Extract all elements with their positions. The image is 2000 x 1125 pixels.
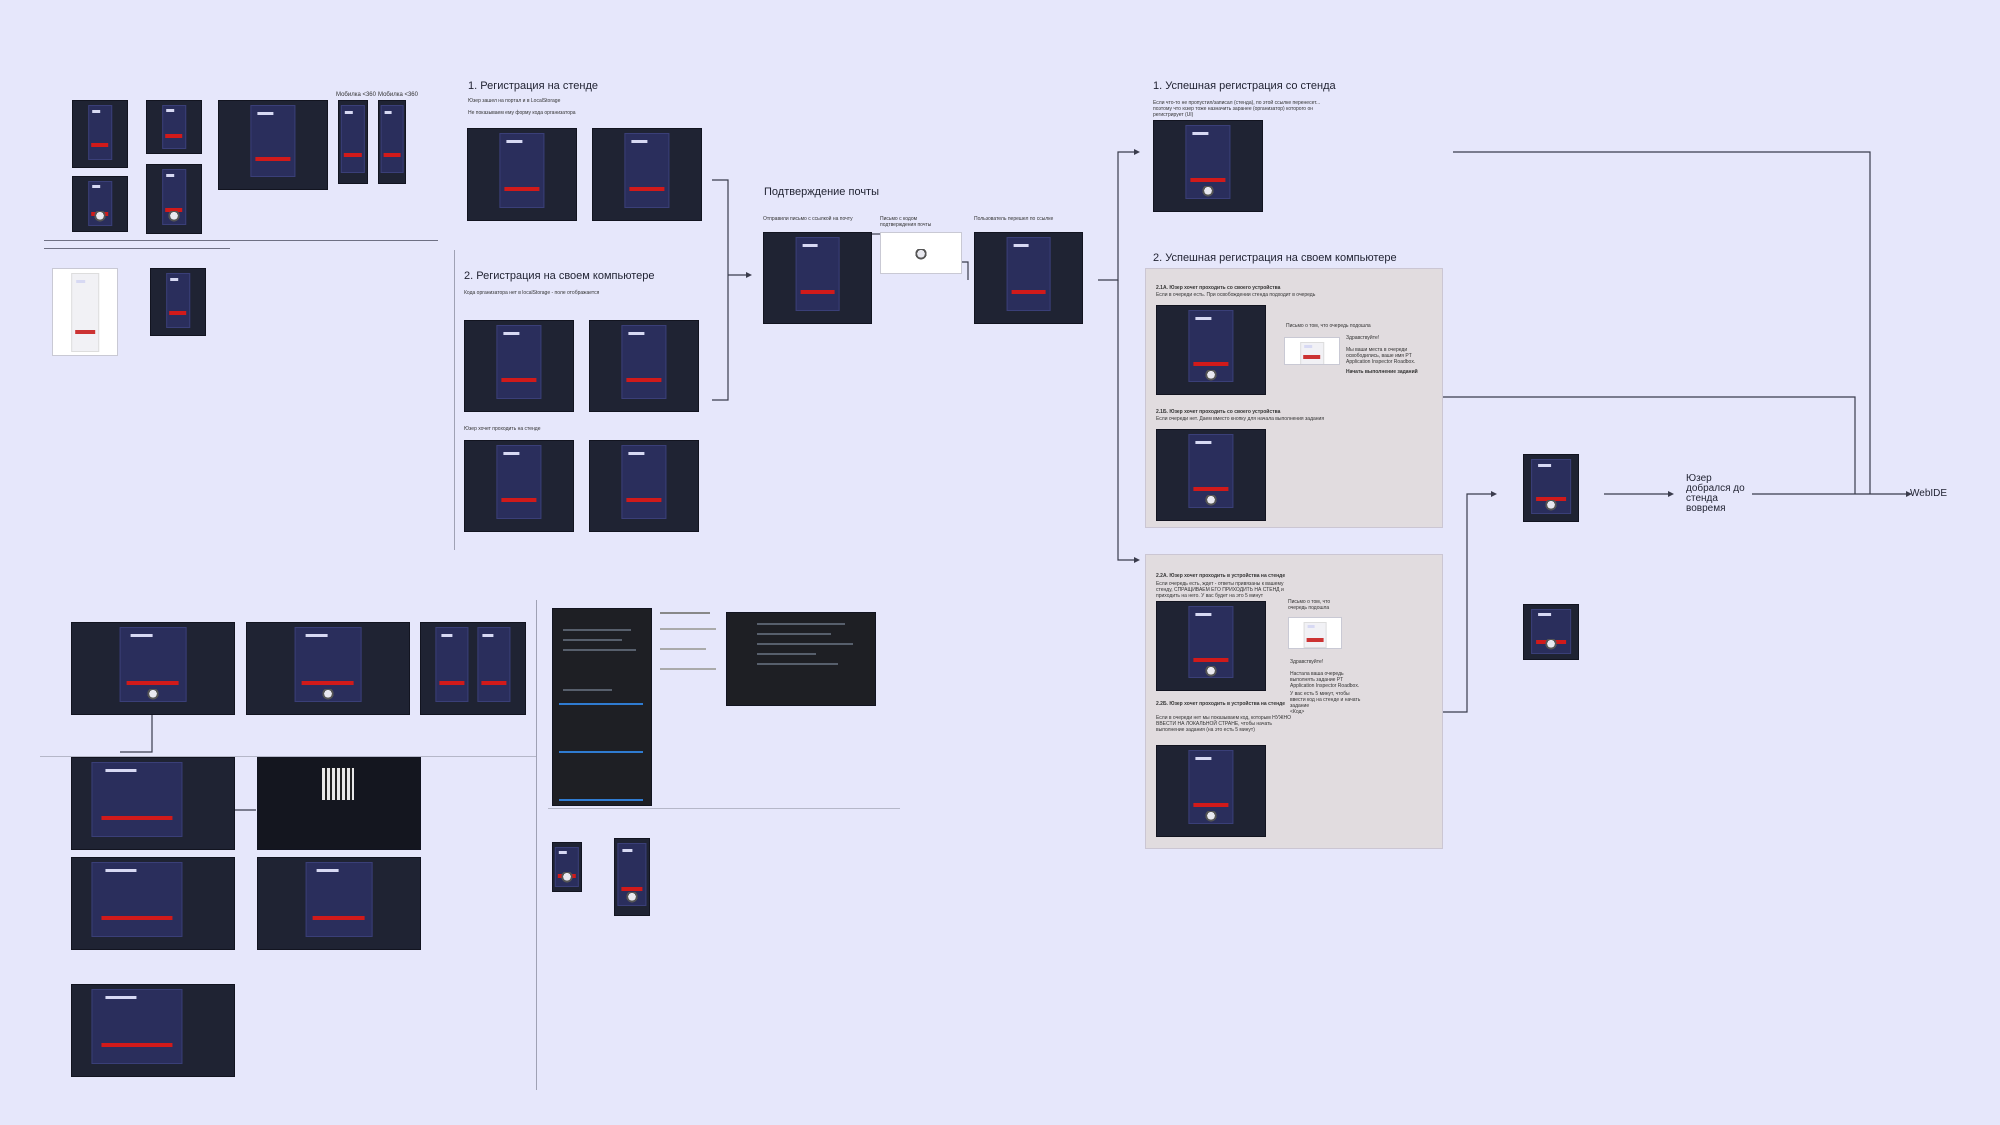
email-letter bbox=[880, 232, 962, 274]
email-letter bbox=[1288, 617, 1342, 649]
email-letter bbox=[1284, 337, 1340, 365]
column-note: Письмо с кодом подтверждения почты bbox=[880, 216, 932, 228]
section-note: Кода организатора нет в localStorage - п… bbox=[464, 290, 600, 296]
section-note: Юзер зашел на портал и в LocalStorage bbox=[468, 98, 561, 104]
notify-cta[interactable]: Начать выполнение заданий bbox=[1346, 369, 1418, 375]
divider bbox=[40, 756, 536, 757]
notify-greeting: Здравствуйте! bbox=[1346, 335, 1380, 341]
screen-stand-form[interactable] bbox=[592, 128, 702, 221]
progress-bar bbox=[559, 703, 643, 705]
screen-thumb[interactable] bbox=[257, 857, 421, 950]
screen-queue[interactable] bbox=[1156, 305, 1266, 395]
screen-thumb[interactable] bbox=[71, 984, 235, 1077]
screen-email-sent[interactable] bbox=[763, 232, 872, 324]
section-title: 1. Успешная регистрация со стенда bbox=[1153, 80, 1336, 92]
doc-screen bbox=[552, 608, 652, 806]
scenario-panel: 2.1А. Юзер хочет проходить со своего уст… bbox=[1145, 268, 1443, 528]
mobile-label: Мобилка <360 bbox=[378, 92, 418, 98]
notify-title: Письмо о том, что очередь подошла bbox=[1288, 599, 1331, 611]
divider bbox=[44, 248, 230, 249]
mobile-screen[interactable] bbox=[378, 100, 406, 184]
screen-thumb[interactable] bbox=[71, 857, 235, 950]
user-arrived-label: Юзер добрался до стенда вовремя bbox=[1686, 473, 1745, 514]
ide-screen bbox=[726, 612, 876, 706]
notify-body: Мы ваши места в очереди освободились, ва… bbox=[1346, 347, 1416, 365]
screen-pc-form[interactable] bbox=[464, 320, 574, 412]
screen-thumb[interactable] bbox=[146, 100, 202, 154]
notify-code: <Код> bbox=[1290, 709, 1305, 715]
section-title: 1. Регистрация на стенде bbox=[468, 80, 598, 92]
notify-title: Письмо о том, что очередь подошла bbox=[1286, 323, 1371, 329]
screen-at-stand[interactable] bbox=[1523, 454, 1579, 522]
screen-thumb[interactable] bbox=[72, 100, 128, 168]
webide-label: WebIDE bbox=[1910, 488, 1948, 499]
notify-greeting: Здравствуйте! bbox=[1290, 659, 1324, 665]
screen-thumb[interactable] bbox=[71, 757, 235, 850]
mobile-screen[interactable] bbox=[338, 100, 368, 184]
section-note: Если что-то не пропустил/записал (стенда… bbox=[1153, 100, 1321, 118]
screen-thumb[interactable] bbox=[71, 622, 235, 715]
notify-body: У вас есть 5 минут, чтобы ввести код на … bbox=[1290, 691, 1361, 709]
screen-thumb[interactable] bbox=[150, 268, 206, 336]
screen-stand-form[interactable] bbox=[467, 128, 577, 221]
doc-text bbox=[656, 608, 722, 732]
annotations bbox=[130, 272, 142, 328]
section-title: 2. Успешная регистрация на своем компьют… bbox=[1153, 252, 1397, 264]
screen-thumb[interactable] bbox=[146, 164, 202, 234]
screen-thumb[interactable] bbox=[72, 176, 128, 232]
progress-bar bbox=[559, 751, 643, 753]
case-text: Если очереди нет. Даем вместо кнопку для… bbox=[1156, 416, 1325, 422]
case-text: Если очередь есть, ждет - ответы привяза… bbox=[1156, 581, 1284, 599]
screen-success-stand[interactable] bbox=[1153, 120, 1263, 212]
screen-thumb[interactable] bbox=[420, 622, 526, 715]
screen-thumb[interactable] bbox=[246, 622, 410, 715]
screen-email-confirmed[interactable] bbox=[974, 232, 1083, 324]
section-title: 2. Регистрация на своем компьютере bbox=[464, 270, 655, 282]
case-text: Если в очереди есть. При освобождении ст… bbox=[1156, 292, 1316, 298]
screen-pc-form[interactable] bbox=[589, 440, 699, 532]
progress-bar bbox=[559, 799, 643, 801]
case-title: 2.1А. Юзер хочет проходить со своего уст… bbox=[1156, 285, 1281, 291]
section-title: Подтверждение почты bbox=[764, 186, 879, 198]
scenario-panel: 2.2А. Юзер хочет проходить в устройства … bbox=[1145, 554, 1443, 849]
case-title: 2.1Б. Юзер хочет проходить со своего уст… bbox=[1156, 409, 1281, 415]
screen-qr[interactable] bbox=[257, 757, 421, 850]
mobile-screen[interactable] bbox=[552, 842, 582, 892]
column-note: Пользователь перешел по ссылке bbox=[974, 216, 1054, 222]
screen-at-stand[interactable] bbox=[1523, 604, 1579, 660]
screen-pc-form[interactable] bbox=[464, 440, 574, 532]
divider bbox=[548, 808, 900, 809]
case-text: Если в очереди нет мы показываем код, ко… bbox=[1156, 715, 1292, 733]
screen-code[interactable] bbox=[1156, 745, 1266, 837]
section-note: Юзер хочет проходить на стенде bbox=[464, 426, 541, 432]
column-note: Отправили письмо с ссылкой на почту bbox=[763, 216, 853, 222]
divider bbox=[454, 250, 455, 550]
section-note: Не показываем ему форму кода организатор… bbox=[468, 110, 576, 116]
divider bbox=[536, 600, 537, 1090]
screen-thumb[interactable] bbox=[218, 100, 328, 190]
case-title: 2.2Б. Юзер хочет проходить в устройства … bbox=[1156, 701, 1286, 707]
mobile-label: Мобилка <360 bbox=[336, 92, 376, 98]
screen-start[interactable] bbox=[1156, 429, 1266, 521]
case-title: 2.2А. Юзер хочет проходить в устройства … bbox=[1156, 573, 1286, 579]
qr-code-icon bbox=[322, 768, 354, 800]
notify-body: Настала ваша очередь выполнять задание P… bbox=[1290, 671, 1360, 689]
screen-queue[interactable] bbox=[1156, 601, 1266, 691]
form-spec-sheet bbox=[52, 268, 118, 356]
divider bbox=[44, 240, 438, 241]
mobile-screen[interactable] bbox=[614, 838, 650, 916]
screen-pc-form[interactable] bbox=[589, 320, 699, 412]
